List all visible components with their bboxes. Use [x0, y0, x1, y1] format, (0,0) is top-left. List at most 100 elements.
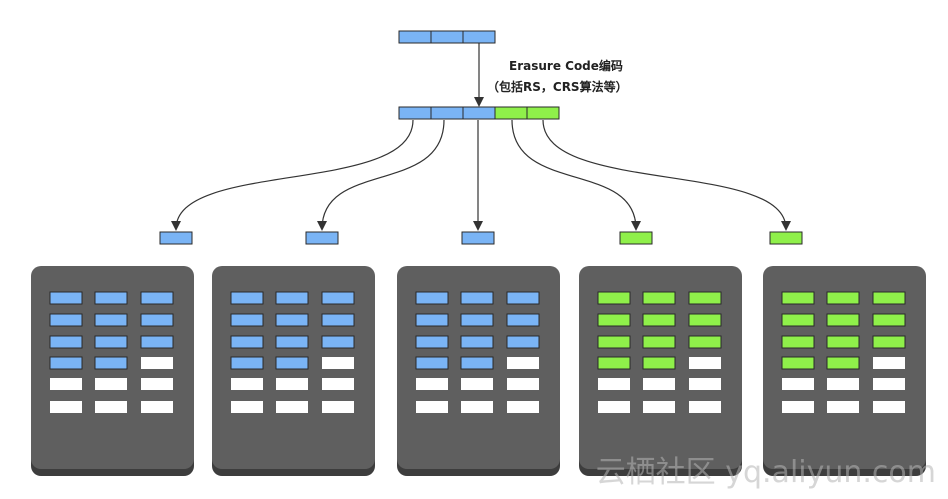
empty-slot — [782, 401, 814, 413]
empty-slot — [643, 401, 675, 413]
parity-slot — [642, 356, 676, 370]
data-slot — [415, 335, 449, 349]
data-slot — [415, 356, 449, 370]
empty-slot — [322, 357, 354, 369]
distribution-arrow — [542, 119, 791, 231]
empty-slot — [231, 401, 263, 413]
data-slot — [506, 291, 540, 305]
storage-server — [31, 266, 194, 476]
storage-server — [579, 266, 742, 476]
data-fragment — [461, 231, 495, 245]
data-slot — [94, 356, 128, 370]
encoded-parity-block — [494, 106, 528, 120]
empty-slot — [95, 378, 127, 390]
empty-slot — [50, 378, 82, 390]
empty-slot — [507, 378, 539, 390]
data-slot — [94, 335, 128, 349]
parity-slot — [597, 313, 631, 327]
source-block — [462, 30, 496, 44]
parity-slot — [597, 291, 631, 305]
data-slot — [275, 291, 309, 305]
parity-slot — [826, 291, 860, 305]
watermark: 云栖社区 yq.aliyun.com — [595, 455, 936, 490]
parity-slot — [781, 291, 815, 305]
parity-slot — [781, 335, 815, 349]
data-slot — [140, 291, 174, 305]
parity-slot — [642, 313, 676, 327]
data-slot — [275, 313, 309, 327]
data-slot — [275, 356, 309, 370]
encoded-blocks — [398, 106, 560, 120]
parity-slot — [826, 335, 860, 349]
empty-slot — [598, 401, 630, 413]
data-slot — [94, 291, 128, 305]
source-block — [398, 30, 432, 44]
empty-slot — [643, 378, 675, 390]
encoded-data-block — [430, 106, 464, 120]
data-fragment — [159, 231, 193, 245]
empty-slot — [598, 378, 630, 390]
data-slot — [49, 335, 83, 349]
empty-slot — [461, 378, 493, 390]
encoding-label: Erasure Code编码 — [509, 59, 623, 73]
empty-slot — [827, 401, 859, 413]
parity-fragment — [769, 231, 803, 245]
empty-slot — [827, 378, 859, 390]
data-slot — [321, 291, 355, 305]
distribution-arrow — [317, 119, 445, 231]
data-slot — [49, 356, 83, 370]
parity-slot — [781, 356, 815, 370]
empty-slot — [461, 401, 493, 413]
encoded-parity-block — [526, 106, 560, 120]
data-fragment — [305, 231, 339, 245]
empty-slot — [322, 378, 354, 390]
source-block — [430, 30, 464, 44]
empty-slot — [416, 401, 448, 413]
encoded-data-block — [462, 106, 496, 120]
parity-slot — [642, 291, 676, 305]
data-slot — [415, 313, 449, 327]
data-slot — [415, 291, 449, 305]
data-slot — [321, 313, 355, 327]
distribution-arrow — [511, 119, 641, 231]
parity-slot — [688, 335, 722, 349]
algorithm-note: （包括RS，CRS算法等） — [487, 80, 628, 94]
storage-server — [397, 266, 560, 476]
empty-slot — [873, 401, 905, 413]
empty-slot — [141, 401, 173, 413]
parity-slot — [597, 335, 631, 349]
data-slot — [49, 313, 83, 327]
data-slot — [230, 313, 264, 327]
data-slot — [321, 335, 355, 349]
data-slot — [460, 313, 494, 327]
empty-slot — [50, 401, 82, 413]
data-slot — [275, 335, 309, 349]
distribution-arrow — [171, 119, 414, 231]
encoded-data-block — [398, 106, 432, 120]
storage-server — [212, 266, 375, 476]
empty-slot — [276, 401, 308, 413]
data-slot — [460, 291, 494, 305]
parity-fragment — [619, 231, 653, 245]
connectors — [171, 43, 791, 231]
parity-slot — [872, 335, 906, 349]
empty-slot — [689, 357, 721, 369]
data-slot — [94, 313, 128, 327]
data-slot — [230, 335, 264, 349]
source-data-blocks — [398, 30, 496, 44]
empty-slot — [689, 401, 721, 413]
distributed-fragments — [159, 231, 803, 245]
empty-slot — [507, 357, 539, 369]
data-slot — [140, 313, 174, 327]
storage-server — [763, 266, 926, 476]
data-slot — [506, 313, 540, 327]
data-slot — [460, 356, 494, 370]
empty-slot — [507, 401, 539, 413]
empty-slot — [689, 378, 721, 390]
data-slot — [230, 356, 264, 370]
data-slot — [506, 335, 540, 349]
empty-slot — [141, 378, 173, 390]
parity-slot — [688, 313, 722, 327]
data-slot — [140, 335, 174, 349]
